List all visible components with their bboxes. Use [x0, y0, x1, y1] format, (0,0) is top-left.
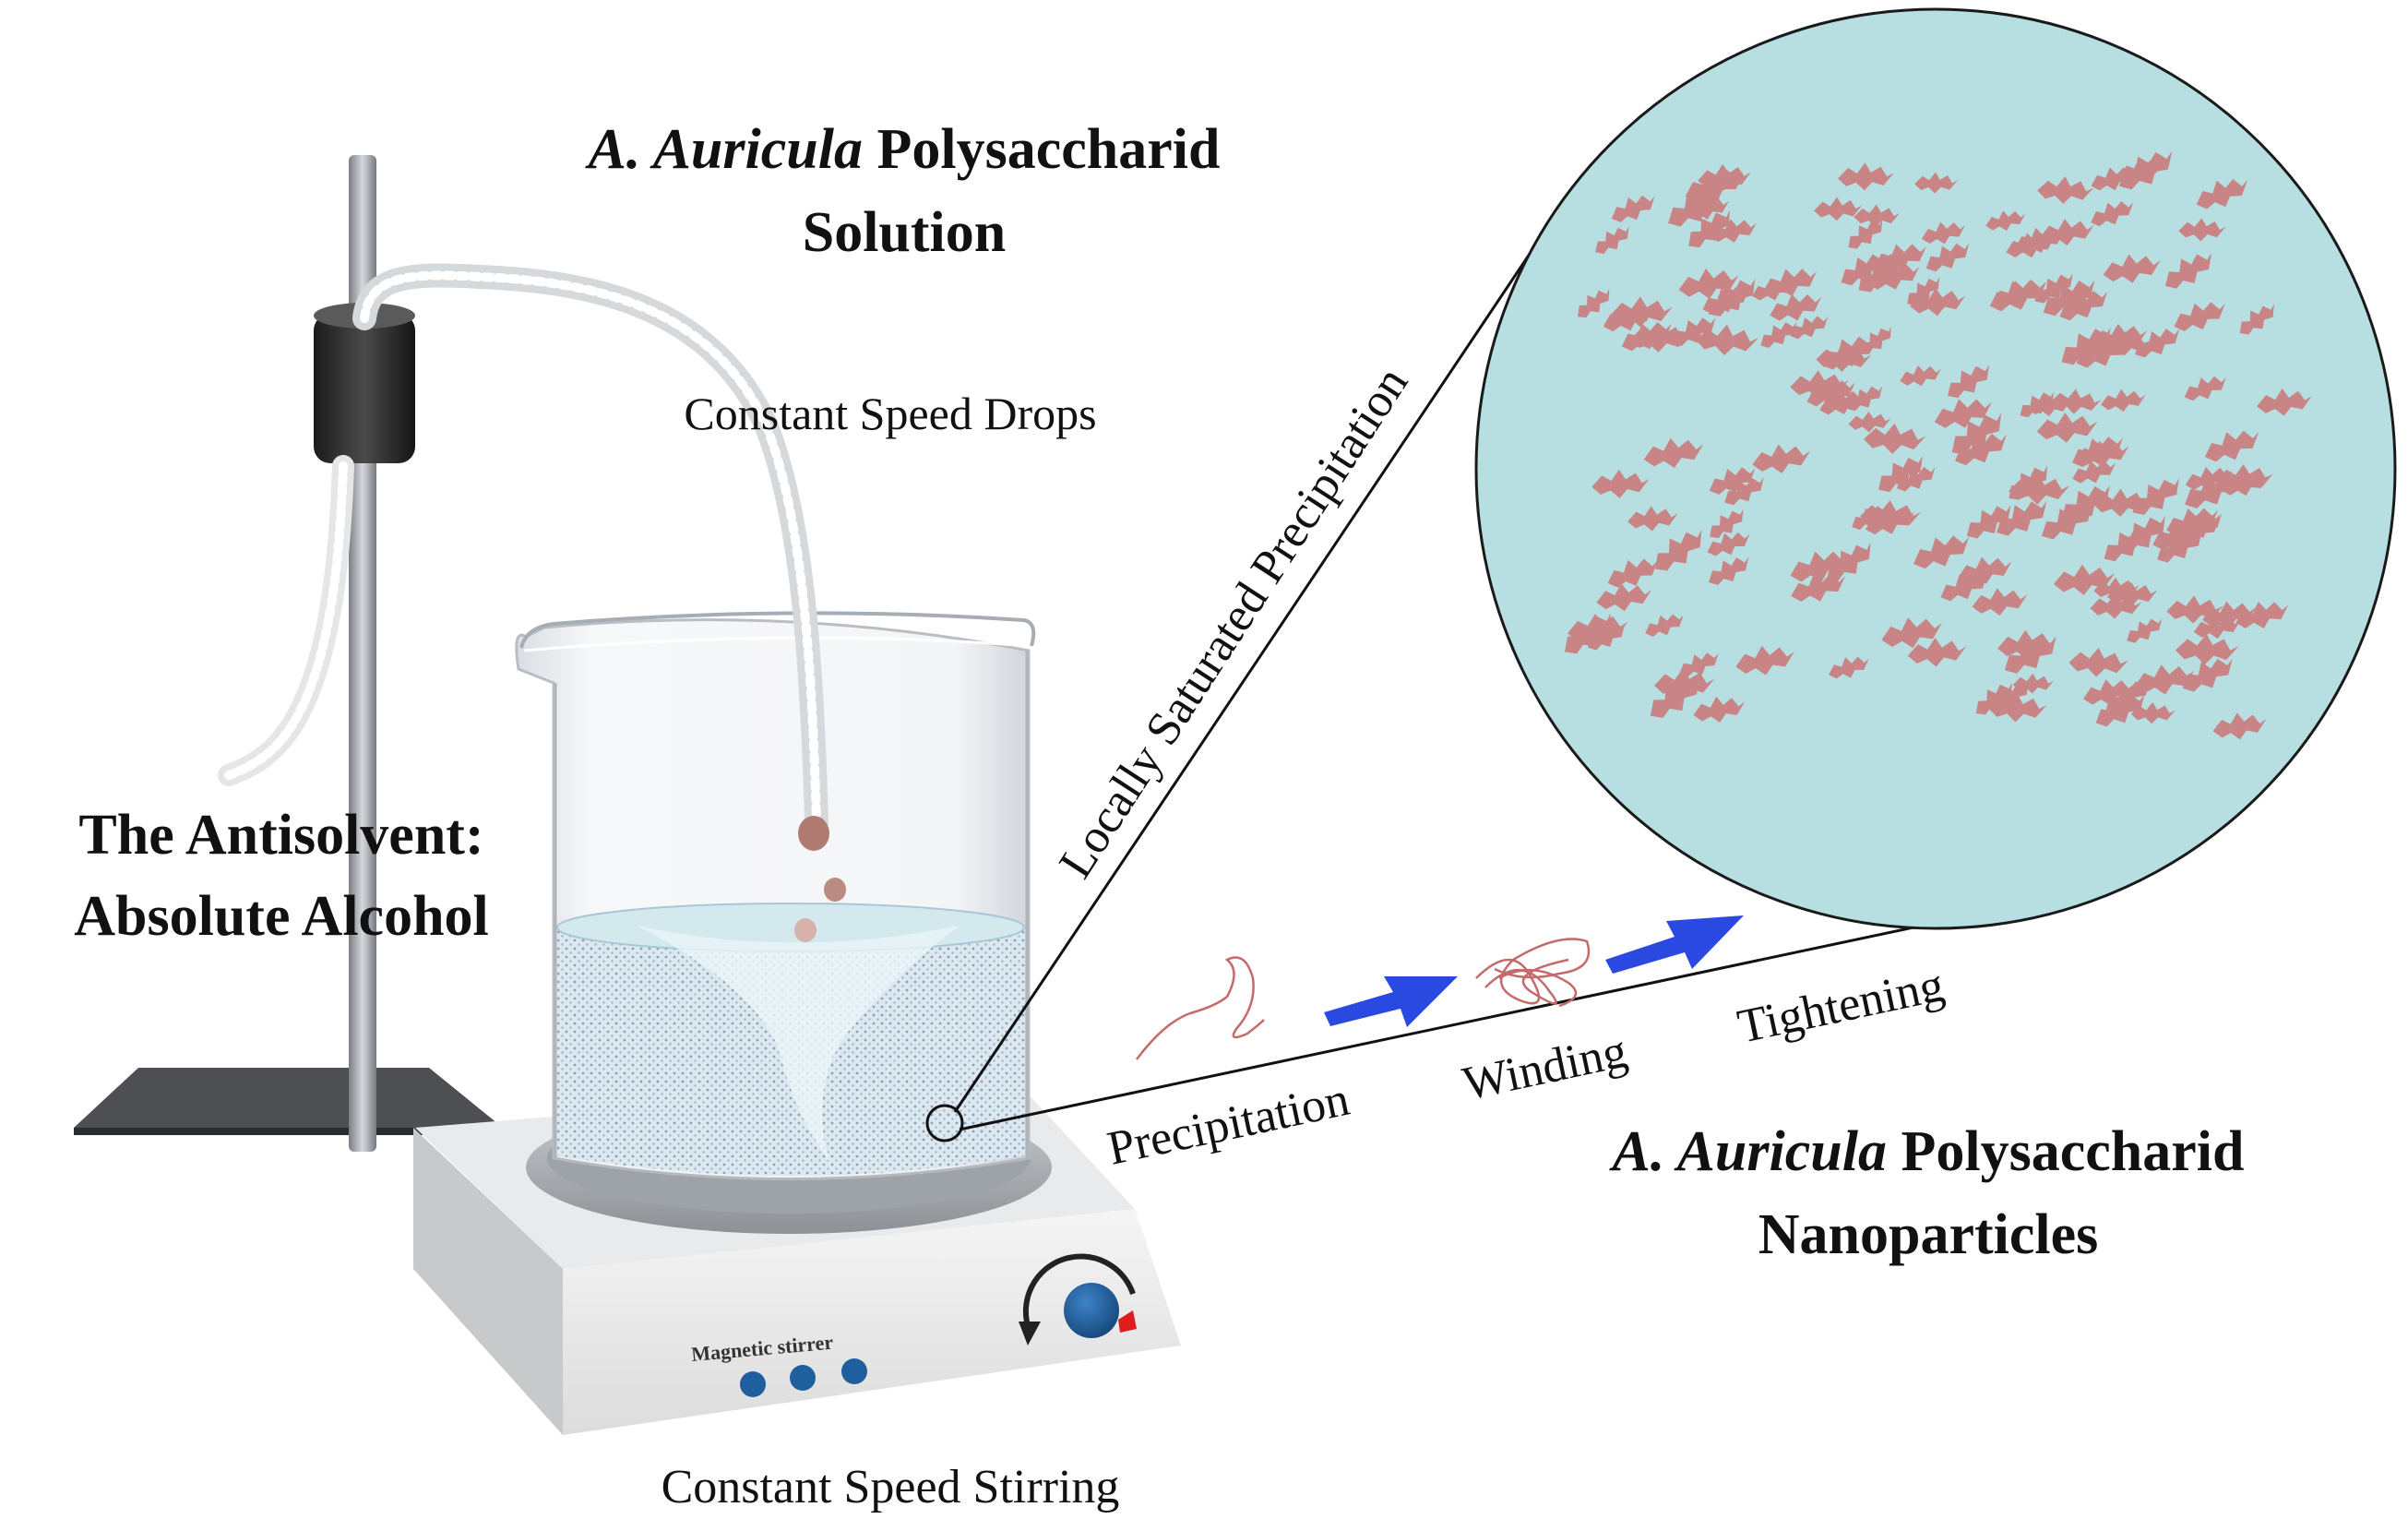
stand-base: [74, 1068, 503, 1128]
zoom-line-upper: [953, 250, 1533, 1113]
beaker: [515, 611, 1036, 1180]
antisolvent-line2: Absolute Alcohol: [74, 885, 489, 948]
magnified-circle: [1474, 7, 2397, 930]
solution-title-rest: Polysaccharid: [863, 118, 1220, 181]
stirrer-button-1[interactable]: [740, 1371, 766, 1397]
clamp: [314, 314, 415, 463]
nano-title: A. Auricula Polysaccharid: [1609, 1120, 2245, 1183]
knob-indicator: [1118, 1310, 1137, 1333]
solution-title: A. Auricula Polysaccharid: [585, 118, 1221, 181]
antisolvent-line1: The Antisolvent:: [78, 804, 483, 867]
process-chain: [1136, 915, 1744, 1060]
drop-3: [794, 918, 817, 942]
arrow-2-icon: [1605, 915, 1744, 974]
magnified-view: [1474, 7, 2397, 930]
nano-title-line2: Nanoparticles: [1758, 1203, 2099, 1266]
retort-stand: [74, 155, 503, 1152]
chain-precipitation: [1136, 956, 1265, 1060]
zoom-line-lower: [959, 923, 1927, 1131]
nano-title-rest: Polysaccharid: [1887, 1120, 2244, 1183]
constant-speed-drops: Constant Speed Drops: [684, 388, 1096, 439]
stirrer-button-2[interactable]: [790, 1365, 816, 1391]
observation-spot: [925, 1104, 964, 1142]
step-precipitation: Precipitation: [1103, 1073, 1354, 1176]
step-winding: Winding: [1459, 1025, 1632, 1111]
constant-speed-stirring: Constant Speed Stirring: [662, 1461, 1120, 1513]
step-tightening: Tightening: [1734, 959, 1949, 1054]
vortex: [637, 926, 960, 1163]
arrow-1-icon: [1324, 976, 1458, 1027]
drop-1: [798, 816, 829, 851]
drop-2: [824, 878, 846, 902]
nano-title-italic: A. Auricula: [1609, 1120, 1887, 1183]
solution-title-italic: A. Auricula: [585, 118, 863, 181]
chain-winding: [1475, 938, 1591, 1008]
stirrer-knob[interactable]: [1064, 1283, 1119, 1338]
stirrer-button-3[interactable]: [841, 1358, 867, 1384]
rotate-arrow-icon: [1022, 1253, 1136, 1330]
stirrer-front: [413, 1128, 563, 1435]
locally-saturated-label: Locally Saturated Precipitation: [1049, 358, 1418, 888]
beaker-rim: [519, 611, 1036, 649]
solution-title-line2: Solution: [803, 201, 1007, 264]
